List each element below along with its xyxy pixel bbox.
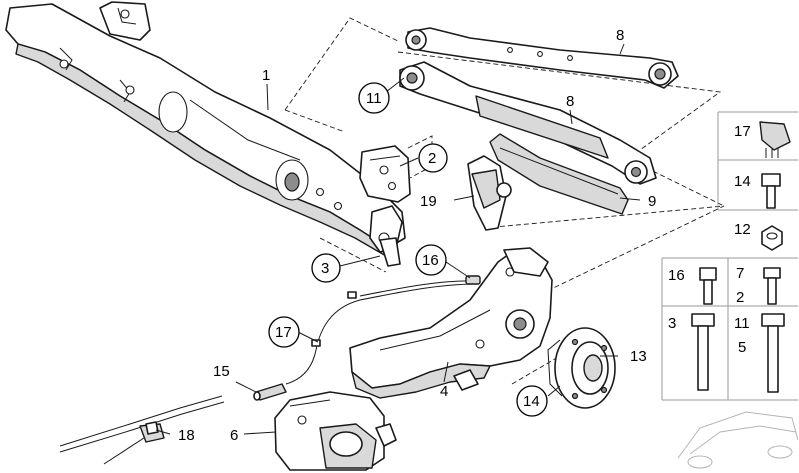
- control-arm-lower: [399, 61, 657, 185]
- bracket: [359, 145, 411, 203]
- control-arm-upper: [405, 27, 679, 89]
- clip: [59, 395, 225, 465]
- callout-bump-stop: 6: [230, 427, 238, 444]
- bracket-lower: [379, 237, 401, 267]
- panel-long-bolt-b-number-1: 11: [734, 315, 750, 332]
- callout-circle-bracket-lower: [311, 253, 341, 283]
- callout-sensor-plug: 16: [422, 252, 439, 269]
- callout-circle-hub-plate: [516, 385, 548, 417]
- sensor-lead: [253, 383, 287, 401]
- callout-circle-bushing: [358, 82, 390, 114]
- panel-bolt-b-number-2: 2: [736, 289, 744, 306]
- callout-bracket-lower: 3: [321, 260, 329, 277]
- panel-long-bolt-b-number-2: 5: [738, 339, 746, 356]
- callout-bracket: 2: [428, 150, 436, 167]
- callout-circle-sensor-cable: [268, 316, 300, 348]
- panel-bolt-a-number: 16: [668, 267, 685, 284]
- sensor-cable: [285, 275, 481, 385]
- axle-carrier: [5, 1, 406, 257]
- callout-circle-bracket: [418, 143, 448, 173]
- callout-sensor-lead: 15: [213, 363, 230, 380]
- panel-bolt-b-number-1: 7: [736, 265, 744, 282]
- wheel-hub: [547, 327, 616, 409]
- panel-clip-number: 17: [734, 123, 751, 140]
- callout-sensor-cable: 17: [275, 324, 292, 341]
- callout-circle-sensor-plug: [415, 244, 447, 276]
- cover: [467, 155, 512, 231]
- callout-boot: 9: [648, 193, 656, 210]
- callout-axle-carrier: 1: [262, 67, 270, 84]
- callout-cover: 19: [420, 193, 437, 210]
- callout-hub-plate: 14: [523, 393, 540, 410]
- callout-bushing: 11: [366, 90, 382, 107]
- side-panel: [661, 111, 799, 469]
- bump-stop: [274, 391, 397, 471]
- callout-wheel-hub: 13: [630, 348, 647, 365]
- callout-control-arm-lower: 8: [566, 93, 574, 110]
- callout-clip: 18: [178, 427, 195, 444]
- callouts: 1 2 3 4 13 14 15 16 17 18 19 6 8 8 9 11 …: [178, 27, 751, 444]
- panel-bolt-number: 14: [734, 173, 751, 190]
- boot: [489, 133, 629, 215]
- trailing-arm: [349, 247, 553, 399]
- callout-control-arm-upper: 8: [616, 27, 624, 44]
- leader-lines: [155, 43, 641, 435]
- panel-long-bolt-number: 3: [668, 315, 676, 332]
- callout-trailing-arm: 4: [440, 383, 448, 400]
- panel-nut-number: 12: [734, 221, 751, 238]
